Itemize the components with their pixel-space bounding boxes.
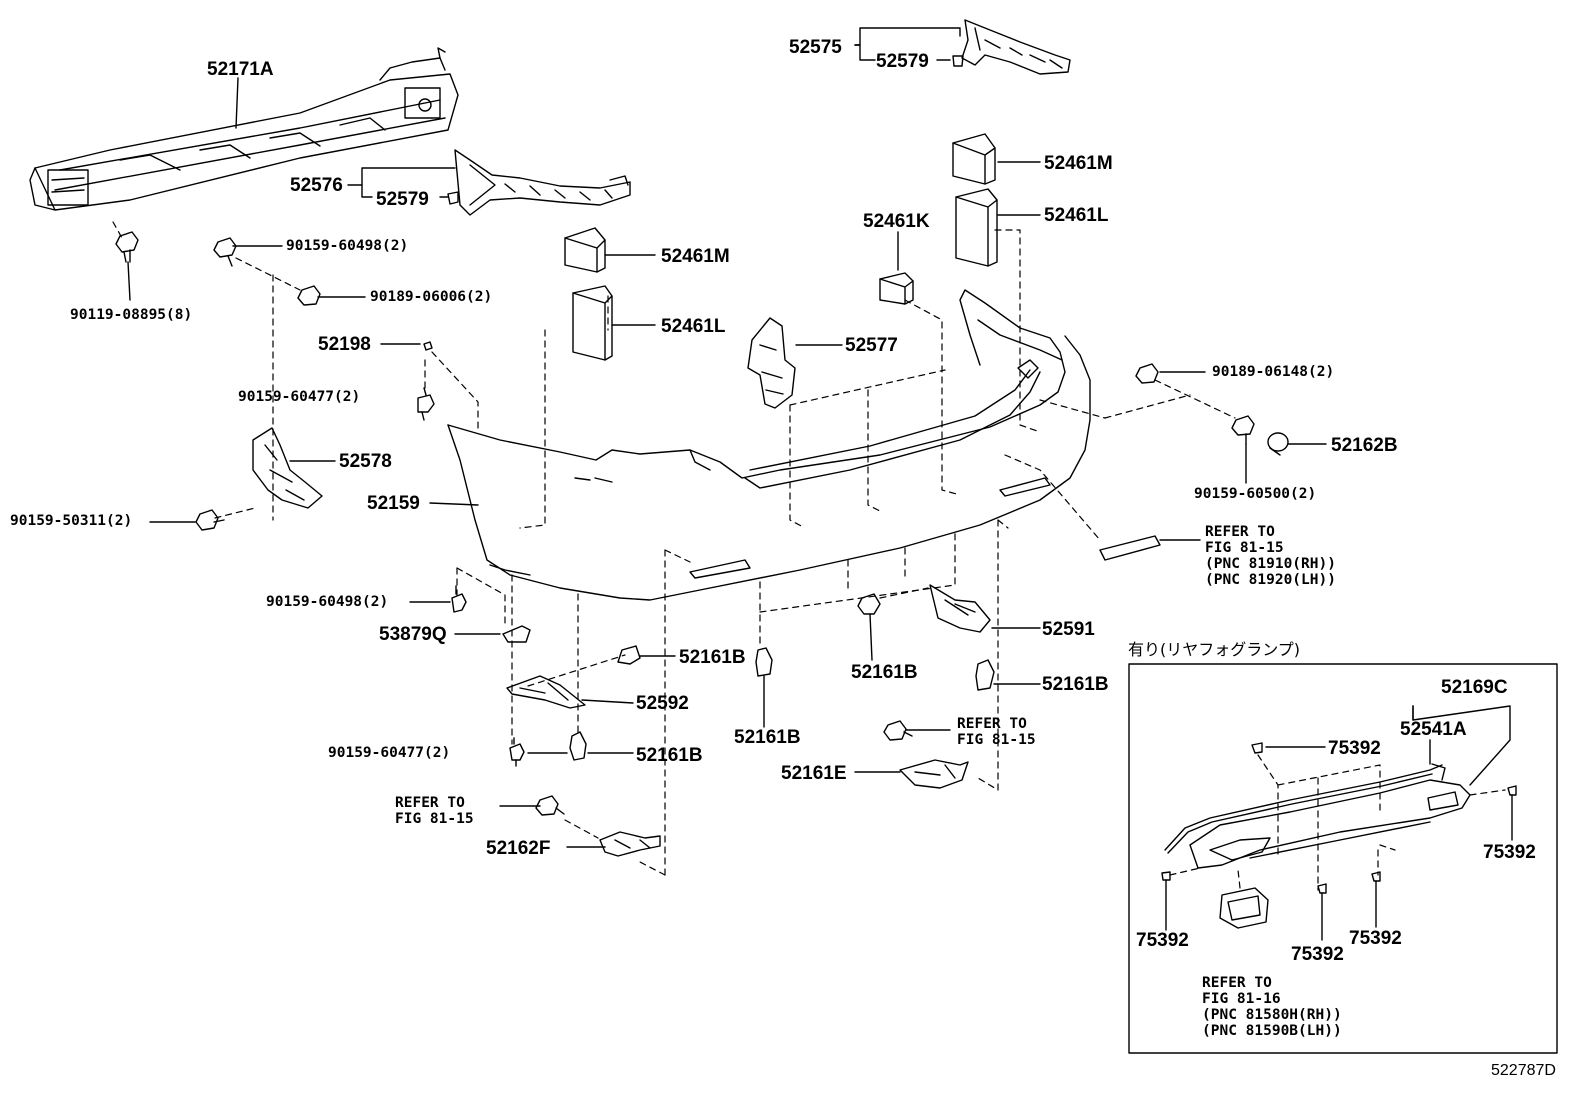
- bolt-90119-08895-art: [115, 231, 139, 263]
- clip-52161B-b-art: [755, 647, 773, 677]
- label-52579-top: 52579: [876, 51, 929, 72]
- foam-52461M-left: [564, 227, 606, 273]
- label-52575: 52575: [789, 37, 842, 58]
- label-52169C: 52169C: [1441, 677, 1508, 698]
- label-52461M-left: 52461M: [661, 246, 730, 267]
- label-52578: 52578: [339, 451, 392, 472]
- garnish-52169C: [1189, 779, 1471, 869]
- label-52461K: 52461K: [863, 211, 930, 232]
- label-90119-08895: 90119-08895(8): [70, 307, 193, 323]
- clip-52161B-a-art: [617, 645, 641, 665]
- label-52161E: 52161E: [781, 763, 847, 784]
- bracket-52577: [747, 317, 796, 409]
- clip-75392-c-art: [1161, 871, 1171, 881]
- label-75392-e: 75392: [1349, 928, 1402, 949]
- label-52461M-right: 52461M: [1044, 153, 1113, 174]
- label-90159-60500: 90159-60500(2): [1194, 486, 1317, 502]
- label-52161B-e: 52161B: [636, 745, 703, 766]
- label-52171A: 52171A: [207, 59, 274, 80]
- screw-refer-mid-art: [883, 720, 913, 741]
- label-52161B-d: 52161B: [1042, 674, 1109, 695]
- reinforcement-52171A: [29, 47, 459, 211]
- label-52541A: 52541A: [1400, 719, 1467, 740]
- label-52592: 52592: [636, 693, 689, 714]
- clip-53879Q-art: [502, 625, 531, 643]
- catalog-id: 522787D: [1491, 1062, 1556, 1079]
- label-90159-60477-top: 90159-60477(2): [238, 389, 361, 405]
- screw-90159-60500-art: [1231, 415, 1255, 445]
- pin-52198-art: [423, 341, 433, 351]
- label-52591: 52591: [1042, 619, 1095, 640]
- fog-lamp-refer-81-16: [1219, 887, 1269, 929]
- bracket-52592: [506, 675, 586, 709]
- dashed-assembly-lines: [112, 221, 1236, 876]
- label-52461L-right: 52461L: [1044, 205, 1109, 226]
- label-75392-b: 75392: [1483, 842, 1536, 863]
- foam-52461K: [879, 272, 914, 305]
- bumper-cover-52159: [447, 289, 1091, 601]
- label-90159-50311: 90159-50311(2): [10, 513, 133, 529]
- label-52161B-c: 52161B: [851, 662, 918, 683]
- label-52198: 52198: [318, 334, 371, 355]
- bracket-52591: [929, 584, 991, 633]
- label-53879Q: 53879Q: [379, 624, 447, 645]
- screw-90159-60498-top-art: [213, 237, 237, 267]
- ref-fig-81-15-reflector: REFER TO FIG 81-15 (PNC 81910(RH)) (PNC …: [1205, 524, 1336, 588]
- label-52162B: 52162B: [1331, 435, 1398, 456]
- reflector-art: [1099, 535, 1161, 561]
- screw-refer-left-art: [535, 795, 565, 816]
- ref-fig-81-16: REFER TO FIG 81-16 (PNC 81580H(RH)) (PNC…: [1202, 975, 1342, 1039]
- nut-90189-06148-art: [1135, 363, 1159, 384]
- label-52579-left: 52579: [376, 189, 429, 210]
- clip-52579-left-art: [447, 191, 459, 205]
- clip-52161B-e-art: [569, 731, 587, 761]
- nut-90189-06006-art: [297, 285, 321, 306]
- inset-dashed-lines: [1169, 754, 1506, 891]
- inset-frame: [1128, 663, 1558, 1054]
- ref-fig-81-15-mid: REFER TO FIG 81-15: [957, 716, 1036, 748]
- bracket-52578: [252, 427, 323, 509]
- foam-52461L-right: [955, 188, 998, 267]
- label-52161B-a: 52161B: [679, 647, 746, 668]
- cap-52162B: [1267, 432, 1289, 456]
- inset-title: 有り(リヤフォグランプ): [1128, 640, 1301, 659]
- label-52461L-left: 52461L: [661, 316, 726, 337]
- bracket-52575: [961, 19, 1071, 75]
- label-52162F: 52162F: [486, 838, 551, 859]
- ref-fig-81-15-left: REFER TO FIG 81-15: [395, 795, 474, 827]
- label-75392-c: 75392: [1136, 930, 1189, 951]
- label-90189-06006: 90189-06006(2): [370, 289, 493, 305]
- label-75392-a: 75392: [1328, 738, 1381, 759]
- clip-75392-b-art: [1507, 785, 1517, 796]
- clip-75392-d-art: [1317, 883, 1327, 894]
- bracket-52161E: [899, 759, 969, 789]
- label-52577: 52577: [845, 335, 898, 356]
- label-90189-06148: 90189-06148(2): [1212, 364, 1335, 380]
- screw-90159-60498-mid-art: [451, 585, 467, 613]
- clip-52579-top-art: [952, 55, 964, 67]
- label-52159: 52159: [367, 493, 420, 514]
- screw-90159-50311-art: [195, 509, 225, 531]
- label-52161B-b: 52161B: [734, 727, 801, 748]
- clip-75392-e-art: [1371, 871, 1381, 882]
- foam-52461L-left: [572, 285, 613, 361]
- clip-52161B-d-art: [975, 659, 995, 691]
- label-90159-60498-top: 90159-60498(2): [286, 238, 409, 254]
- foam-52461M-right: [952, 133, 996, 185]
- leader-lines: [127, 27, 1327, 848]
- label-90159-60498-mid: 90159-60498(2): [266, 594, 389, 610]
- screw-90159-60477-top-art: [417, 387, 435, 421]
- label-52576: 52576: [290, 175, 343, 196]
- bracket-52162F: [599, 831, 661, 857]
- clip-75392-a-art: [1251, 742, 1263, 754]
- molding-52541A: [1164, 763, 1446, 854]
- label-90159-60477-bot: 90159-60477(2): [328, 745, 451, 761]
- screw-90159-60477-bot-art: [509, 737, 525, 767]
- inset-leader-lines: [1165, 705, 1513, 941]
- clip-52161B-c-art: [857, 593, 881, 615]
- label-75392-d: 75392: [1291, 944, 1344, 965]
- bracket-52576: [454, 149, 631, 216]
